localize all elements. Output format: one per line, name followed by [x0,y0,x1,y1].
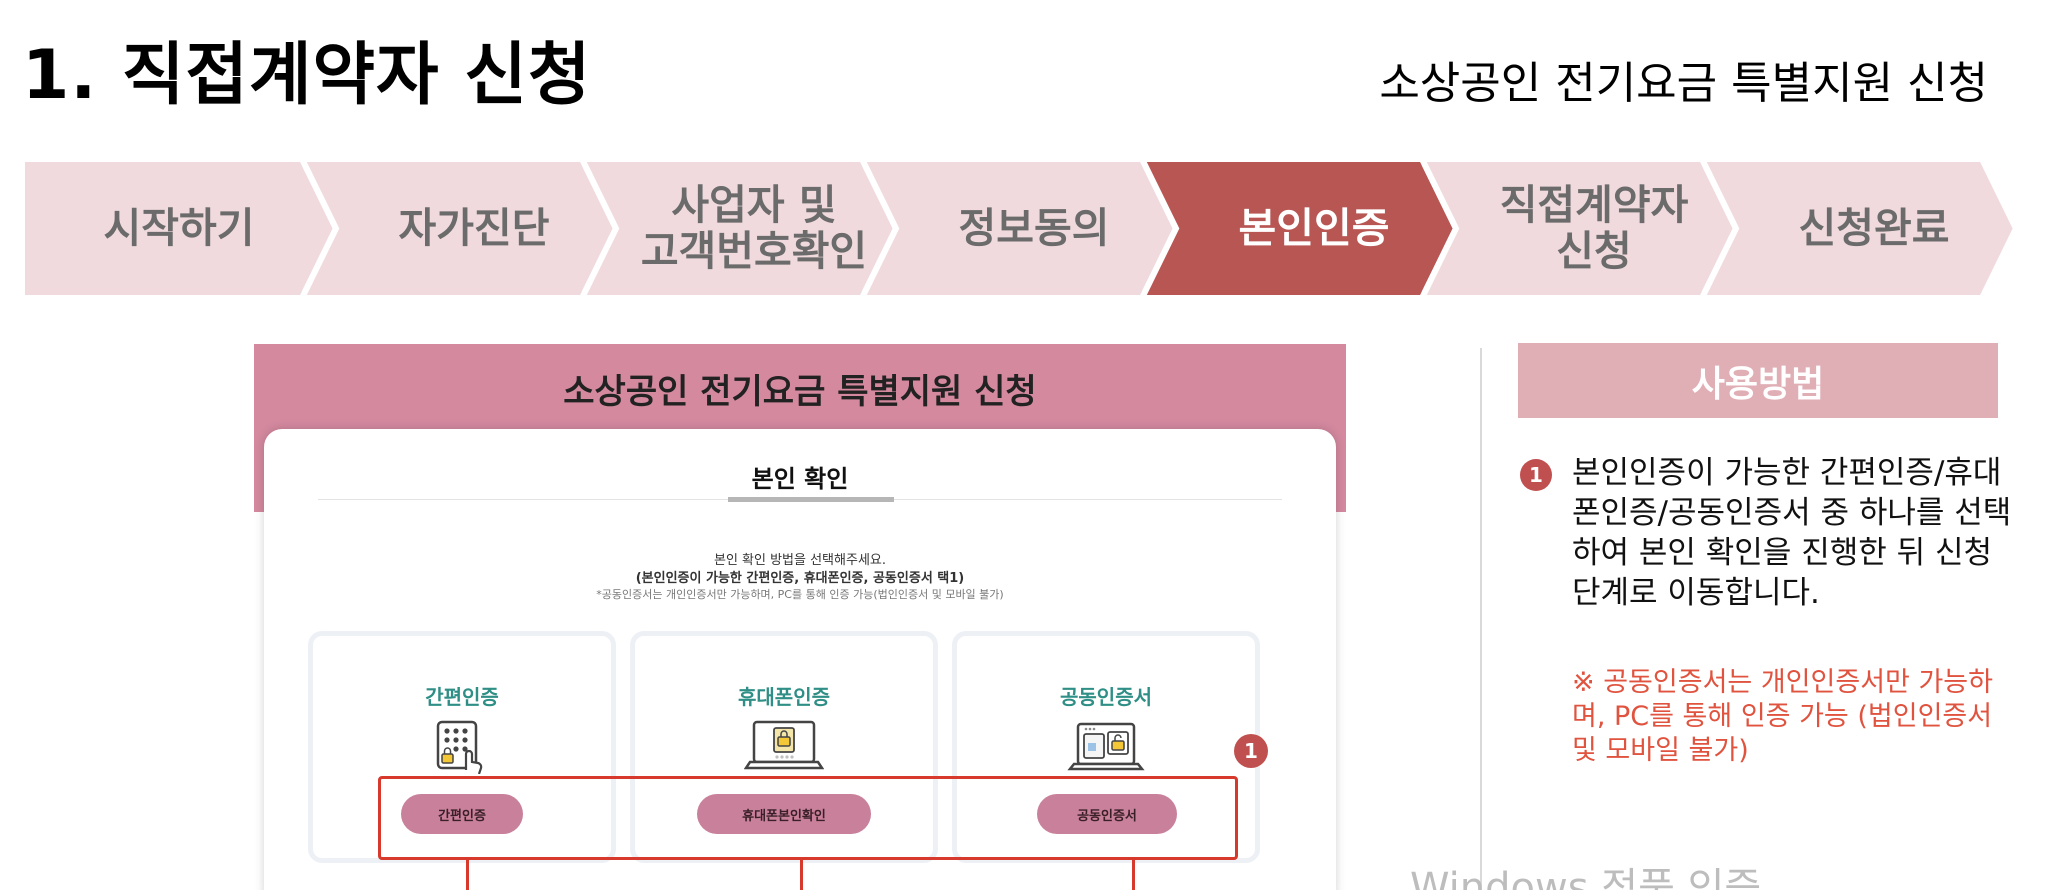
progress-step-label: 사업자 및 고객번호확인 [640,181,868,275]
laptop-lock-icon [635,718,933,774]
progress-steps: 시작하기 자가진단 사업자 및 고객번호확인 정보동의 본인인증 직접계약자 신청 신청완료 [22,159,2022,298]
progress-step-label: 정보동의 [958,203,1110,252]
method-title: 휴대폰인증 [738,685,830,709]
progress-step: 시작하기 [22,159,336,298]
screenshot-title: 소상공인 전기요금 특별지원 신청 [563,372,1037,412]
progress-step: 자가진단 [302,159,616,298]
page-title: 1. 직접계약자 신청 [22,36,592,115]
vertical-divider [1480,348,1482,890]
activation-watermark: Windows 정품 인증 [1410,865,1762,890]
progress-step-label: 자가진단 [398,203,550,252]
page-subtitle: 소상공인 전기요금 특별지원 신청 [1379,58,1988,109]
card-title: 본인 확인 [751,465,849,493]
method-card-simple-auth: 간편인증 간편인증 [308,631,616,863]
method-card-phone-auth: 휴대폰인증 휴대폰본인확인 [630,631,938,863]
connector-line [1132,860,1135,890]
progress-step-label: 직접계약자 신청 [1499,181,1689,275]
method-title: 간편인증 [425,685,499,709]
highlight-box [378,776,1238,860]
connector-line [800,860,803,890]
usage-header: 사용방법 [1518,343,1998,418]
connector-line [466,860,469,890]
instruction-note-text: *공동인증서는 개인인증서만 가능하며, PC를 통해 인증 가능(법인인증서 … [596,588,1004,601]
phone-auth-button[interactable]: 휴대폰본인확인 [697,794,871,834]
usage-description: 본인인증이 가능한 간편인증/휴대폰인증/공동인증서 중 하나를 선택하여 본인… [1572,455,2012,611]
progress-step: 정보동의 [862,159,1176,298]
keypad-hand-icon [313,718,611,774]
certificate-lock-icon [957,718,1255,774]
application-screenshot: 소상공인 전기요금 특별지원 신청 본인 확인 본인 확인 방법을 선택해주세요… [254,344,1346,890]
step-marker: 1 [1234,734,1268,768]
certificate-button[interactable]: 공동인증서 [1037,794,1177,834]
progress-step-label: 시작하기 [103,203,255,252]
instruction-options-text: (본인인증이 가능한 간편인증, 휴대폰인증, 공동인증서 택1) [635,571,965,586]
progress-step-label: 본인인증 [1238,203,1390,252]
progress-step: 신청완료 [1702,159,2016,298]
simple-auth-button[interactable]: 간편인증 [401,794,523,834]
identity-verification-card: 본인 확인 본인 확인 방법을 선택해주세요. (본인인증이 가능한 간편인증,… [264,429,1336,890]
instruction-text: 본인 확인 방법을 선택해주세요. [713,553,886,568]
progress-step-label: 신청완료 [1798,203,1950,252]
usage-note: ※ 공동인증서는 개인인증서만 가능하며, PC를 통해 인증 가능 (법인인증… [1572,667,1993,766]
progress-step: 직접계약자 신청 [1422,159,1736,298]
progress-step: 본인인증 [1142,159,1456,298]
progress-step: 사업자 및 고객번호확인 [582,159,896,298]
title-underline [728,497,894,502]
usage-step-number: 1 [1520,459,1552,491]
method-title: 공동인증서 [1060,685,1152,709]
